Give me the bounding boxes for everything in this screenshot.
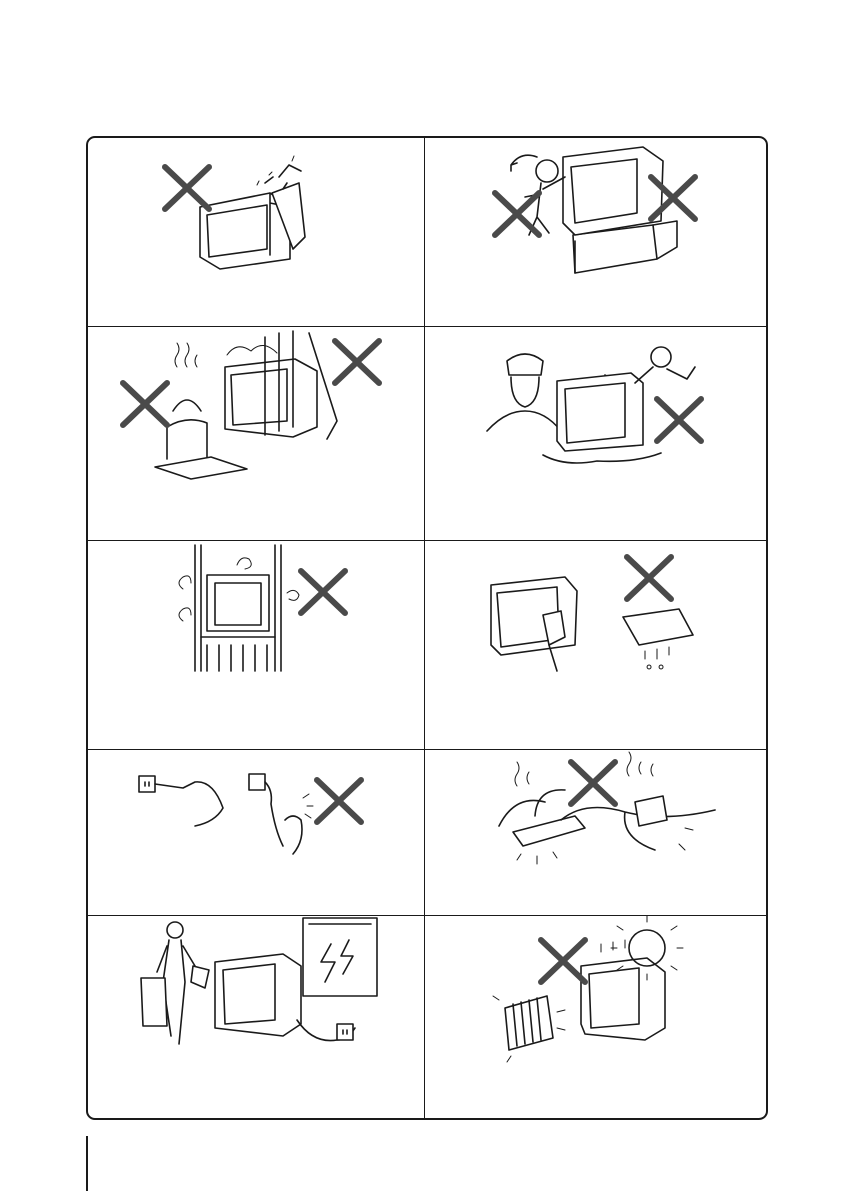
- x-mark-icon: [425, 327, 768, 540]
- panel-liquid-spill: [425, 327, 768, 540]
- panel-child-climbing: [425, 137, 768, 326]
- panel-unplug-correctly: [87, 750, 424, 915]
- x-mark-icon: [425, 750, 768, 915]
- panel-vent-objects: [87, 137, 424, 326]
- x-mark-icon: [425, 541, 768, 749]
- panel-cleaning-cloth: [425, 541, 768, 749]
- x-mark-icon: [87, 137, 424, 326]
- x-mark-icon: [425, 137, 768, 326]
- panel-humidifier-curtain: [87, 327, 424, 540]
- panel-overloaded-outlet: [425, 750, 768, 915]
- x-mark-icon: [87, 327, 424, 540]
- x-mark-icon: [87, 750, 424, 915]
- panel-heat-sunlight: [425, 916, 768, 1119]
- x-mark-icon: [87, 541, 424, 749]
- panel-enclosed-shelf: [87, 541, 424, 749]
- page-edge-marker: [86, 1136, 88, 1191]
- panel-away-lightning: [87, 916, 424, 1119]
- power-plug-icon: [87, 916, 424, 1119]
- x-mark-icon: [425, 916, 768, 1119]
